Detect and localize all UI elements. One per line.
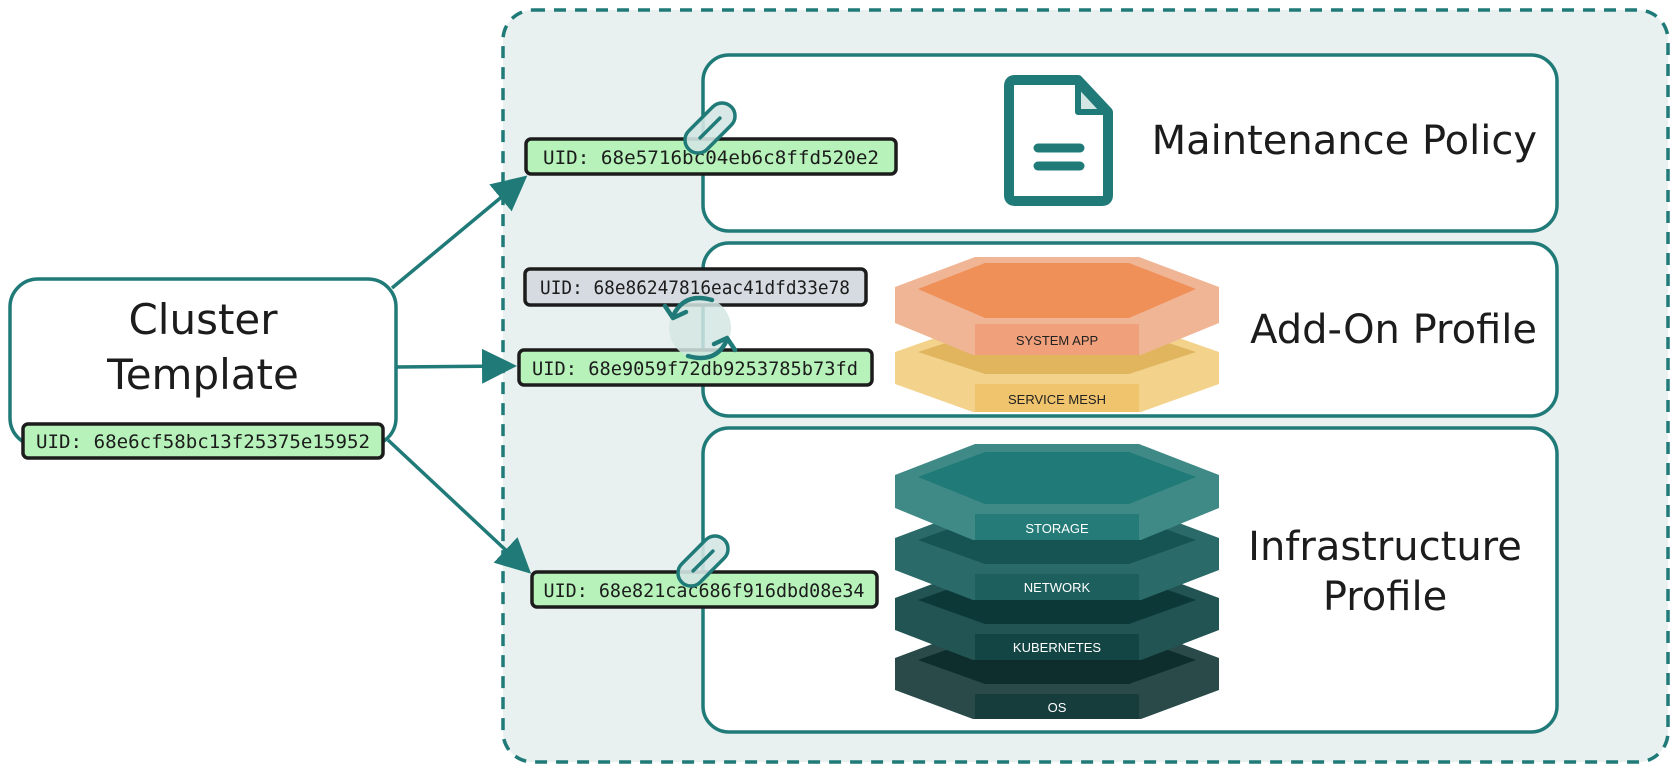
system-app-layer: SYSTEM APP — [895, 257, 1219, 355]
addon-profile-previous-uid: UID: 68e86247816eac41dfd33e78 — [540, 277, 850, 299]
storage-layer: STORAGE — [895, 444, 1219, 540]
refresh-icon — [662, 295, 738, 361]
link-icon — [683, 101, 737, 155]
maintenance-policy-uid-badge[interactable]: UID: 68e5716bc04eb6c8ffd520e2 — [524, 137, 898, 176]
addon-profile-title: Add-On Profile — [1250, 307, 1537, 353]
cluster-template-title-line2: Template — [106, 350, 299, 399]
cluster-template-card[interactable]: Cluster Template — [8, 277, 398, 448]
arrow-to-infrastructure-profile — [386, 438, 532, 574]
infrastructure-profile-uid-badge[interactable]: UID: 68e821cac686f916dbd08e34 — [530, 570, 879, 609]
link-icon — [676, 534, 730, 588]
infrastructure-profile-title-line2: Profile — [1323, 574, 1447, 620]
connectors — [386, 175, 532, 574]
os-label: OS — [1048, 700, 1067, 715]
arrow-to-maintenance-policy — [390, 175, 528, 290]
maintenance-policy-title: Maintenance Policy — [1152, 118, 1537, 164]
service-mesh-label: SERVICE MESH — [1008, 392, 1106, 407]
cluster-template-uid: UID: 68e6cf58bc13f25375e15952 — [36, 431, 370, 453]
addon-layer-stack: SERVICE MESH SYSTEM APP — [895, 257, 1219, 412]
system-app-label: SYSTEM APP — [1016, 333, 1098, 348]
infrastructure-layer-stack: OS KUBERNETES NETWORK STORAGE — [895, 444, 1219, 719]
infrastructure-profile-title-line1: Infrastructure — [1248, 524, 1522, 570]
arrow-to-addon-profile — [395, 348, 517, 384]
storage-label: STORAGE — [1025, 521, 1089, 536]
cluster-template-uid-badge[interactable]: UID: 68e6cf58bc13f25375e15952 — [21, 422, 385, 460]
document-icon — [1004, 75, 1113, 206]
addon-profile-current-uid: UID: 68e9059f72db9253785b73fd — [532, 358, 858, 380]
infrastructure-profile-uid: UID: 68e821cac686f916dbd08e34 — [544, 580, 865, 602]
maintenance-policy-uid: UID: 68e5716bc04eb6c8ffd520e2 — [543, 147, 879, 169]
network-label: NETWORK — [1024, 580, 1091, 595]
kubernetes-label: KUBERNETES — [1013, 640, 1101, 655]
cluster-template-title-line1: Cluster — [128, 295, 278, 344]
